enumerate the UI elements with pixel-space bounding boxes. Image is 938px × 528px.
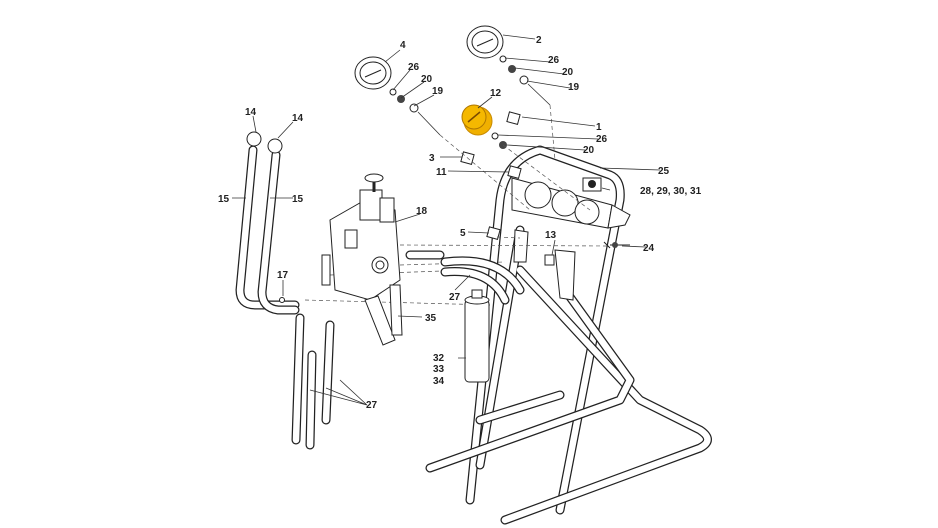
filter-cylinder <box>464 289 490 383</box>
callout-27: 27 <box>449 292 461 303</box>
callout-24: 24 <box>643 243 655 254</box>
callout-15: 15 <box>218 194 230 205</box>
callout-15: 15 <box>292 194 304 205</box>
callout-19: 19 <box>568 82 580 93</box>
callout-19: 19 <box>432 86 444 97</box>
callout-32: 32 <box>433 353 445 364</box>
gauge-hole <box>574 199 600 225</box>
callout-1: 1 <box>596 122 602 133</box>
callout-5: 5 <box>460 228 466 239</box>
callout-labels: 4 26 20 19 2 26 20 19 12 1 26 20 3 11 25… <box>218 35 702 411</box>
callout-33: 33 <box>433 364 445 375</box>
pump-assembly <box>321 173 403 346</box>
callout-13: 13 <box>545 230 557 241</box>
frame-cart <box>425 145 712 525</box>
callout-20: 20 <box>421 74 433 85</box>
gauge-hole <box>551 189 579 217</box>
callout-20: 20 <box>562 67 574 78</box>
callout-26: 26 <box>596 134 608 145</box>
callout-18: 18 <box>416 206 428 217</box>
callout-26: 26 <box>408 62 420 73</box>
callout-28-29-30-31: 28, 29, 30, 31 <box>640 186 702 197</box>
callout-25: 25 <box>658 166 670 177</box>
hoses <box>291 250 525 450</box>
callout-34: 34 <box>433 376 445 387</box>
callout-12: 12 <box>490 88 502 99</box>
callout-2: 2 <box>536 35 542 46</box>
gauge-12-highlighted <box>461 104 507 149</box>
gauge-4 <box>354 56 441 136</box>
callout-20: 20 <box>583 145 595 156</box>
callout-17: 17 <box>277 270 289 281</box>
control-rods <box>235 131 300 315</box>
callout-4: 4 <box>400 40 406 51</box>
knob-ball <box>267 138 283 154</box>
gauge-hole <box>524 181 552 209</box>
callout-11: 11 <box>436 167 447 178</box>
callout-35: 35 <box>425 313 437 324</box>
callout-14: 14 <box>292 113 304 124</box>
callout-26: 26 <box>548 55 560 66</box>
knob-ball <box>246 131 262 147</box>
gauge-2 <box>466 25 551 106</box>
callout-14: 14 <box>245 107 257 118</box>
callout-27: 27 <box>366 400 378 411</box>
callout-3: 3 <box>429 153 435 164</box>
